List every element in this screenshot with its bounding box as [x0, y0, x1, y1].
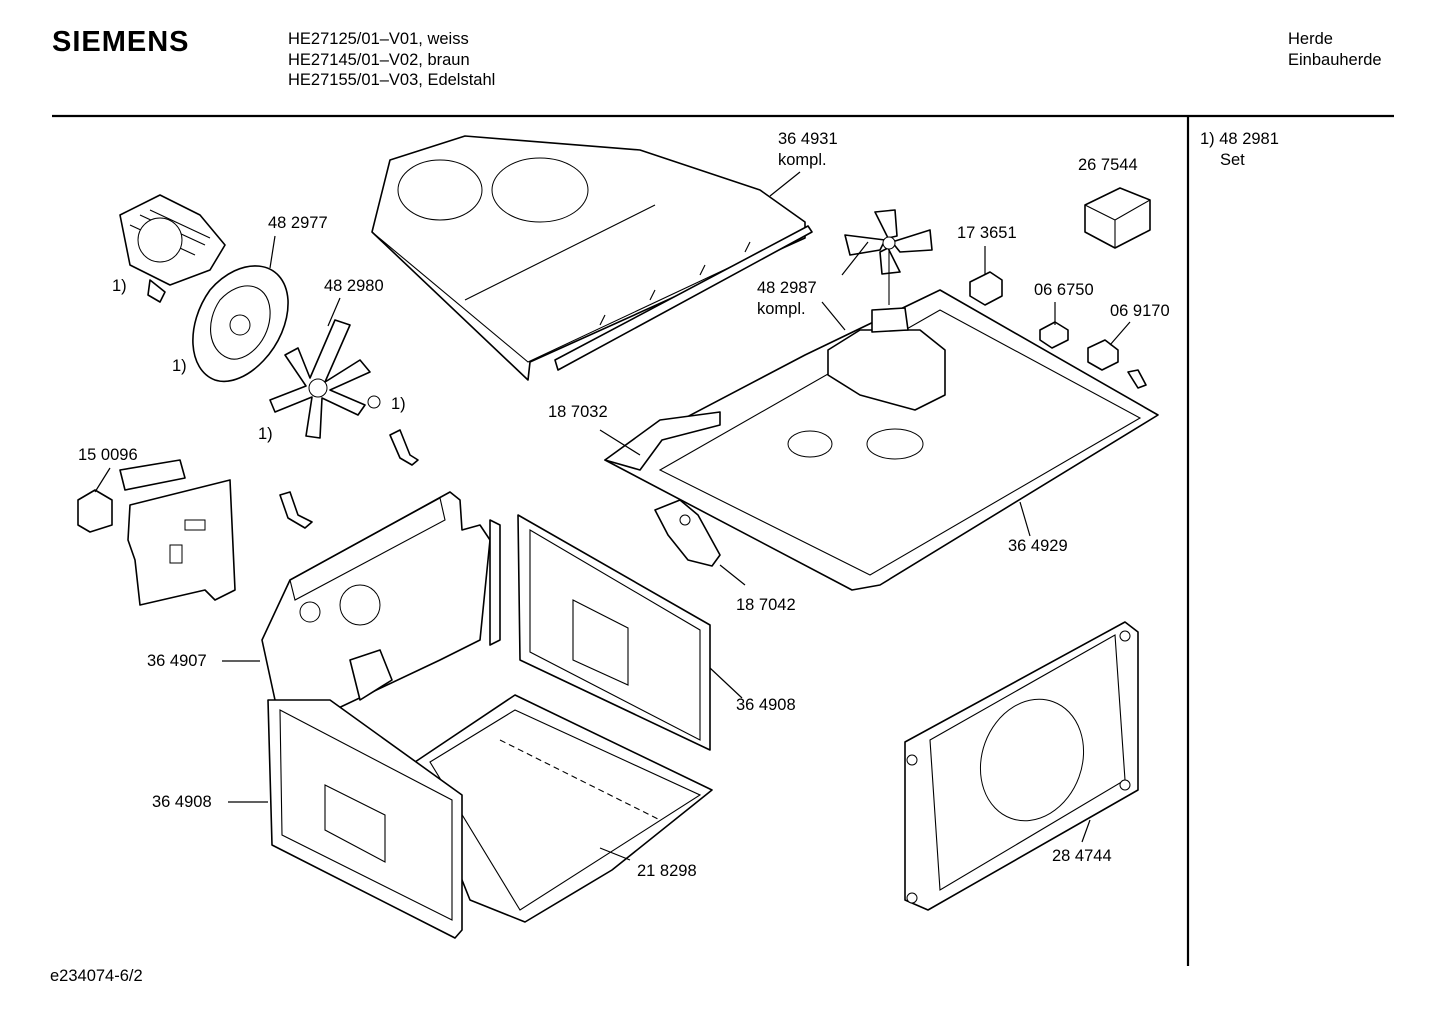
oven-back-wall: [261, 491, 501, 713]
part-label-187032: 18 7032: [548, 403, 608, 421]
connector-clip: [1087, 339, 1147, 389]
document-id: e234074-6/2: [50, 967, 143, 985]
model-line: HE27125/01–V01, weiss: [288, 30, 469, 48]
set-note-label: Set: [1220, 150, 1245, 169]
set-note-number: 1) 48 2981: [1200, 130, 1279, 148]
set-marker: 1): [172, 357, 187, 375]
model-line: HE27145/01–V02, braun: [288, 50, 470, 69]
lamp-socket: [654, 499, 721, 567]
part-qualifier: kompl.: [778, 150, 827, 169]
part-label-150096: 15 0096: [78, 446, 138, 464]
part-label-364908-right: 36 4908: [736, 696, 796, 714]
leader-lines: [94, 171, 1131, 861]
fan-wheel: [269, 319, 381, 439]
category-line: Herde: [1288, 30, 1333, 48]
part-number: 36 4931: [778, 130, 838, 148]
part-label-364907: 36 4907: [147, 652, 207, 670]
brand-logo: SIEMENS: [52, 26, 190, 58]
model-line: HE27155/01–V03, Edelstahl: [288, 71, 496, 89]
part-number: 48 2987: [757, 279, 817, 297]
set-marker: 1): [391, 395, 406, 413]
model-list: HE27125/01–V01, weiss HE27145/01–V02, br…: [288, 29, 495, 91]
cooling-fan: [827, 209, 946, 411]
fan-motor: [119, 194, 226, 303]
set-marker: 1): [112, 277, 127, 295]
thermostat-switch: [969, 271, 1003, 306]
part-label-187042: 18 7042: [736, 596, 796, 614]
part-label-173651: 17 3651: [957, 224, 1017, 242]
part-label-284744: 28 4744: [1052, 847, 1112, 865]
motor-plate: [192, 265, 289, 383]
part-qualifier: kompl.: [757, 299, 806, 318]
part-label-364931: 36 4931 kompl.: [778, 129, 838, 170]
oven-bottom: [414, 694, 713, 923]
part-label-218298: 21 8298: [637, 862, 697, 880]
oven-side-wall-left: [267, 699, 463, 939]
part-label-267544: 26 7544: [1078, 156, 1138, 174]
terminal-block: [77, 459, 236, 606]
part-label-364929: 36 4929: [1008, 537, 1068, 555]
category-line: Einbauherde: [1288, 50, 1382, 69]
fuse-holder: [1039, 321, 1069, 349]
category-block: Herde Einbauherde: [1288, 29, 1382, 70]
oven-side-wall-right: [517, 514, 711, 751]
part-label-066750: 06 6750: [1034, 281, 1094, 299]
part-label-482980: 48 2980: [324, 277, 384, 295]
part-label-364908-left: 36 4908: [152, 793, 212, 811]
part-label-069170: 06 9170: [1110, 302, 1170, 320]
part-label-482987: 48 2987 kompl.: [757, 278, 817, 319]
set-marker: 1): [258, 425, 273, 443]
rear-cover-panel: [904, 621, 1139, 911]
bracket-clip: [279, 429, 419, 529]
set-note: 1) 48 2981 Set: [1200, 129, 1279, 170]
part-label-482977: 48 2977: [268, 214, 328, 232]
air-duct-hood: [371, 135, 813, 381]
transformer-relay: [1084, 187, 1151, 249]
oven-top-plate: [604, 289, 1159, 591]
